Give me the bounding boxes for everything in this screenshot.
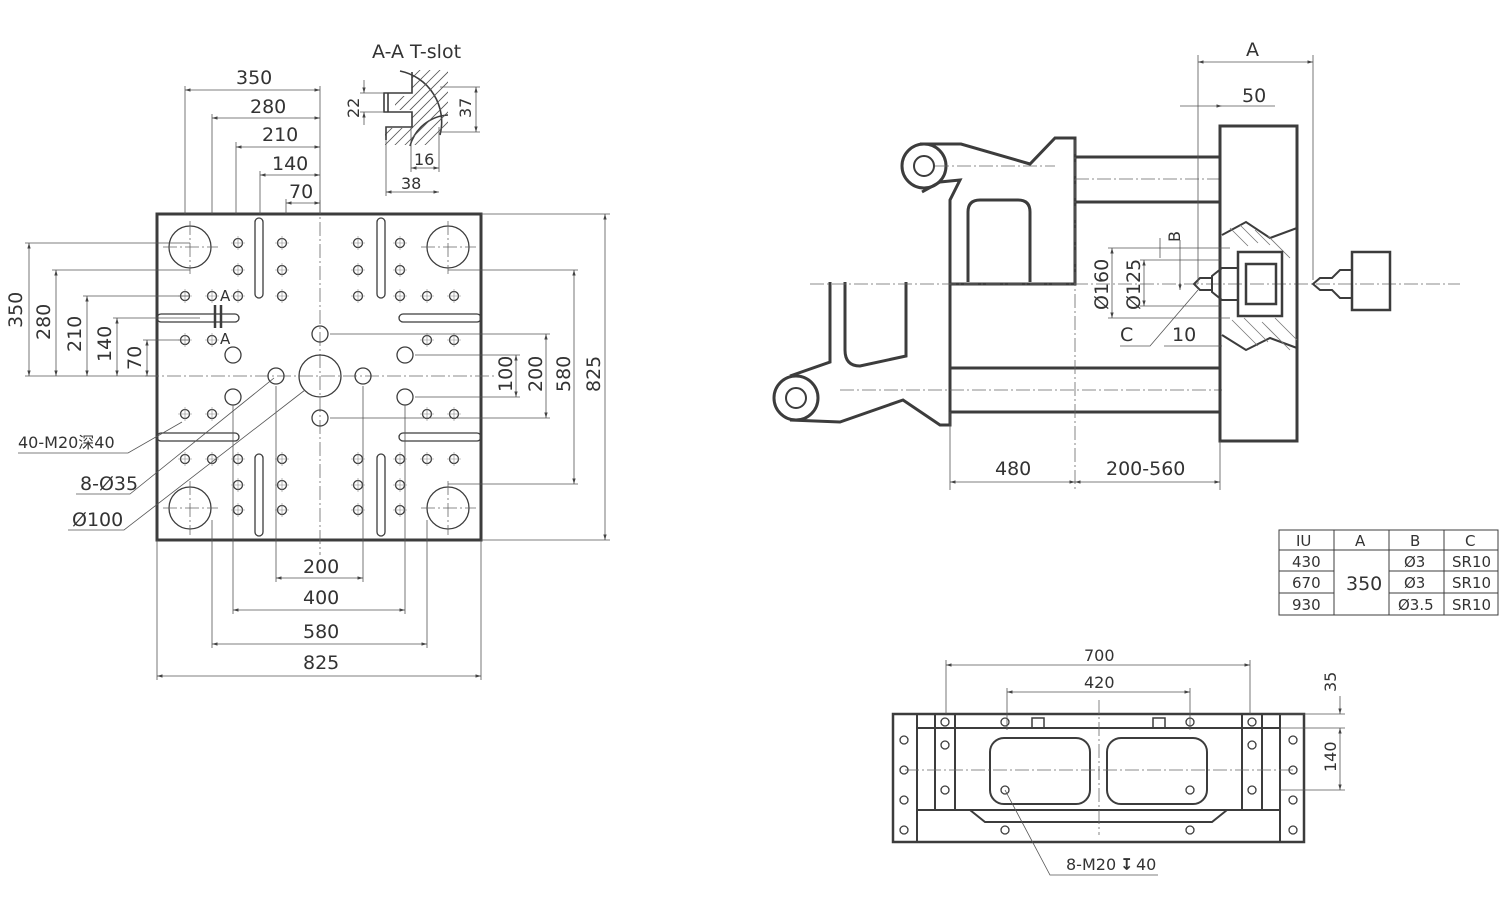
base-bolt-holes (899, 717, 1298, 835)
table-header-c: C (1465, 532, 1475, 550)
dim-top-140: 140 (272, 153, 308, 175)
base-view: 700 420 35 140 8-M20 ↧ 40 (891, 646, 1345, 876)
center-hole (298, 354, 342, 398)
tslot-title: A-A T-slot (372, 41, 461, 63)
table-cell-iu-3: 930 (1292, 596, 1321, 614)
dim-top-350: 350 (236, 67, 272, 89)
side-platen (1218, 124, 1299, 443)
table-header-b: B (1410, 532, 1420, 550)
table-cell-b-2: Ø3 (1404, 574, 1425, 592)
right-dimensions: 100 200 580 825 (330, 213, 610, 541)
dim-right-580: 580 (553, 356, 575, 392)
base-dim-420: 420 (1084, 673, 1115, 692)
bottom-dimensions: 200 400 580 825 (156, 386, 482, 680)
side-dim-200-560: 200-560 (1106, 458, 1185, 480)
tslot-section: A-A T-slot (344, 41, 480, 196)
dim-right-100: 100 (495, 356, 517, 392)
section-marker-a-top: A (220, 287, 231, 305)
table-cell-iu-2: 670 (1292, 574, 1321, 592)
dim-left-280: 280 (33, 304, 55, 340)
side-dim-a: A (1246, 39, 1259, 61)
base-bolt-hole (1288, 795, 1298, 805)
table-cell-c-3: SR10 (1452, 596, 1491, 614)
table-cell-c-1: SR10 (1452, 553, 1491, 571)
callout-thread-holes: 40-M20深40 (18, 433, 115, 452)
dim-left-70: 70 (124, 346, 146, 370)
table-header-a: A (1355, 532, 1366, 550)
base-bolt-hole (1000, 717, 1010, 727)
side-dim-c: C (1120, 324, 1133, 346)
tslot-dim-22: 22 (344, 98, 363, 118)
dim-top-280: 280 (250, 96, 286, 118)
dim-bottom-580: 580 (303, 621, 339, 643)
tslot-dim-16: 16 (414, 150, 434, 169)
base-bolt-hole (899, 735, 909, 745)
platen-callouts: 40-M20深40 8-Ø35 Ø100 (18, 377, 306, 531)
ejector-holes (224, 325, 414, 427)
tslot-dim-37: 37 (456, 98, 475, 118)
dim-top-70: 70 (289, 181, 313, 203)
table-header-iu: IU (1296, 532, 1311, 550)
left-dimensions: 350 280 210 140 70 (5, 242, 200, 377)
side-dim-d125: Ø125 (1123, 259, 1145, 310)
top-dimensions: 350 280 210 140 70 (184, 67, 321, 214)
base-dim-700: 700 (1084, 646, 1115, 665)
section-marker-a-bottom: A (220, 330, 231, 348)
dim-left-350: 350 (5, 292, 27, 328)
base-bolt-hole (1247, 740, 1257, 750)
table-cell-a-merged: 350 (1346, 573, 1382, 595)
base-bolt-hole (1000, 825, 1010, 835)
base-bolt-hole (899, 825, 909, 835)
callout-holes-35: 8-Ø35 (80, 473, 138, 495)
callout-hole-100: Ø100 (72, 509, 123, 531)
base-callout-prefix: 8-M20 (1066, 855, 1116, 874)
base-bolt-hole (940, 785, 950, 795)
table-cell-b-3: Ø3.5 (1398, 596, 1434, 614)
platen-outline (155, 212, 483, 542)
base-bolt-hole (899, 795, 909, 805)
base-dim-140: 140 (1321, 741, 1340, 772)
base-bolt-hole (1000, 785, 1010, 795)
base-bolt-hole (940, 740, 950, 750)
side-view: A 50 B Ø160 Ø125 C 10 480 200-560 (772, 39, 1460, 490)
dim-top-210: 210 (262, 124, 298, 146)
dim-bottom-400: 400 (303, 587, 339, 609)
base-bolt-hole (1288, 765, 1298, 775)
table-cell-c-2: SR10 (1452, 574, 1491, 592)
dim-right-825: 825 (583, 356, 605, 392)
dim-bottom-200: 200 (303, 556, 339, 578)
dim-bottom-825: 825 (303, 652, 339, 674)
base-dim-35: 35 (1321, 672, 1340, 692)
base-callout-suffix: 40 (1136, 855, 1156, 874)
t-slots (156, 217, 482, 537)
platen-front-view: A A 350 280 210 140 70 (5, 41, 610, 680)
side-dim-b: B (1165, 231, 1184, 242)
table-cell-b-1: Ø3 (1404, 553, 1425, 571)
base-bolt-hole (1247, 785, 1257, 795)
spec-table: IU A B C 430 670 930 350 Ø3 Ø3 Ø3.5 SR10… (1278, 529, 1499, 616)
tie-bar-holes (163, 221, 476, 535)
dim-left-140: 140 (94, 326, 116, 362)
side-dim-480: 480 (995, 458, 1031, 480)
dim-left-210: 210 (64, 316, 86, 352)
base-callout-depth-icon: ↧ (1120, 855, 1133, 874)
base-bolt-hole (1185, 785, 1195, 795)
base-bolt-hole (940, 717, 950, 727)
base-bolt-hole (1288, 825, 1298, 835)
threaded-holes (178, 236, 461, 517)
base-bolt-hole (1288, 735, 1298, 745)
tslot-dim-38: 38 (401, 174, 421, 193)
side-dim-50: 50 (1242, 85, 1266, 107)
table-cell-iu-1: 430 (1292, 553, 1321, 571)
base-bolt-hole (1247, 717, 1257, 727)
base-bolt-hole (899, 765, 909, 775)
dim-right-200: 200 (525, 356, 547, 392)
base-bolt-hole (1185, 825, 1195, 835)
side-dim-d160: Ø160 (1091, 259, 1113, 310)
side-dim-10: 10 (1172, 324, 1196, 346)
